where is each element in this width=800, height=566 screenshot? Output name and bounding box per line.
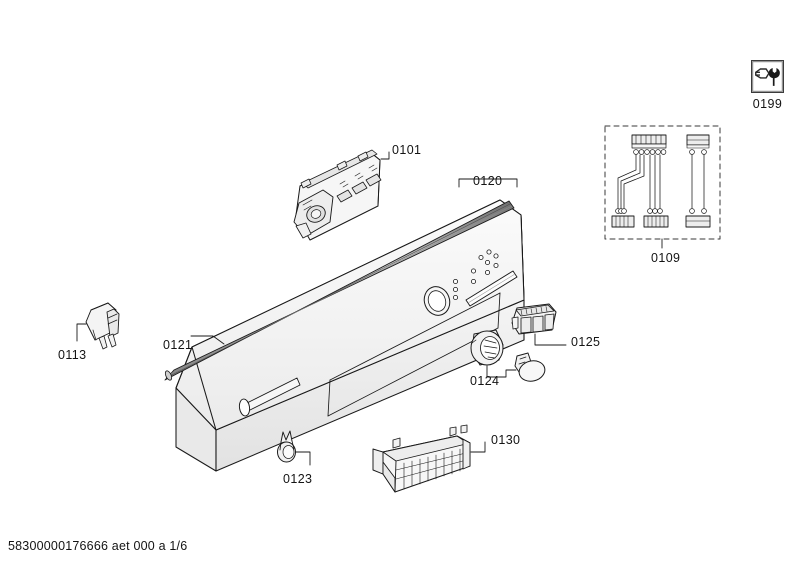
harness-multi-wire	[611, 134, 669, 228]
part-0121-trim-strip	[164, 200, 515, 381]
group-0109-wiring-harness	[604, 125, 721, 249]
wrench-nut-icon	[751, 60, 784, 93]
part-0123-retaining-clip	[277, 430, 296, 463]
callout-0120: 0120	[473, 174, 503, 188]
callout-0125: 0125	[571, 335, 601, 349]
part-0101-control-module-pcb	[293, 149, 382, 241]
callout-0101: 0101	[392, 143, 422, 157]
callout-0121: 0121	[163, 338, 193, 352]
callout-0113: 0113	[58, 348, 87, 362]
callout-0124: 0124	[470, 374, 500, 388]
document-code: 58300000176666 aet 000 a 1/6	[8, 539, 188, 553]
part-0130-vent-duct-bracket	[372, 424, 471, 493]
callout-0123: 0123	[283, 472, 313, 486]
part-0124-push-rod	[514, 352, 546, 382]
leader-lines	[76, 151, 567, 466]
callout-0199: 0199	[752, 97, 783, 111]
part-0125-button-switch-bank	[511, 303, 557, 335]
callout-0109: 0109	[651, 251, 681, 265]
part-0120-control-panel-fascia	[175, 199, 525, 472]
part-0124-selector-knob	[470, 329, 504, 366]
callout-0130: 0130	[491, 433, 521, 447]
part-0113-door-switch-bracket	[85, 302, 120, 350]
harness-two-wire	[685, 134, 711, 228]
